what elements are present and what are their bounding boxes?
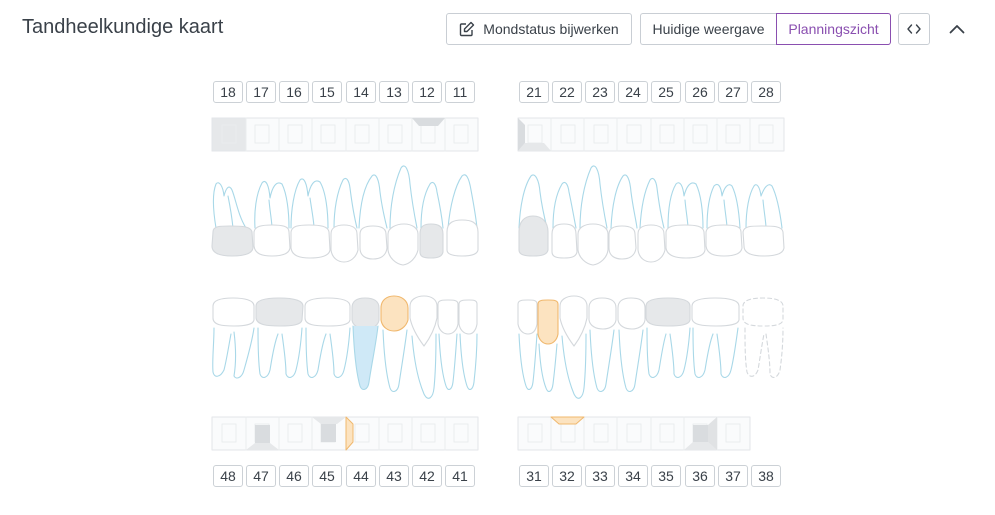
tooth-number-32[interactable]: 32: [552, 465, 582, 487]
tooth-number-44[interactable]: 44: [346, 465, 376, 487]
upper-left-surface-strip: [517, 117, 785, 152]
tooth-number-25[interactable]: 25: [651, 81, 681, 103]
tooth-number-18[interactable]: 18: [213, 81, 243, 103]
code-view-button[interactable]: [898, 13, 930, 45]
tooth-number-16[interactable]: 16: [279, 81, 309, 103]
tooth-number-45[interactable]: 45: [312, 465, 342, 487]
tooth-number-26[interactable]: 26: [685, 81, 715, 103]
tooth-number-38[interactable]: 38: [751, 465, 781, 487]
lower-crowns: [212, 295, 784, 347]
tooth-number-11[interactable]: 11: [445, 81, 475, 103]
lower-roots: [212, 325, 784, 399]
upper-crowns: [211, 215, 785, 266]
tooth-number-42[interactable]: 42: [412, 465, 442, 487]
code-icon: [907, 24, 921, 34]
tooth-number-36[interactable]: 36: [685, 465, 715, 487]
tooth-number-21[interactable]: 21: [519, 81, 549, 103]
tooth-number-28[interactable]: 28: [751, 81, 781, 103]
tooth-number-46[interactable]: 46: [279, 465, 309, 487]
collapse-button[interactable]: [946, 18, 968, 40]
edit-icon: [460, 21, 475, 37]
tooth-number-17[interactable]: 17: [246, 81, 276, 103]
tooth-number-27[interactable]: 27: [718, 81, 748, 103]
planning-view-button[interactable]: Planningszicht: [776, 13, 891, 45]
tooth-number-14[interactable]: 14: [346, 81, 376, 103]
tooth-number-23[interactable]: 23: [585, 81, 615, 103]
tooth-number-24[interactable]: 24: [618, 81, 648, 103]
tooth-number-41[interactable]: 41: [445, 465, 475, 487]
lower-left-surface-strip: [517, 416, 751, 451]
update-mouth-status-button[interactable]: Mondstatus bijwerken: [446, 13, 632, 45]
upper-right-surface-strip: [211, 117, 479, 152]
tooth-number-35[interactable]: 35: [651, 465, 681, 487]
tooth-number-43[interactable]: 43: [379, 465, 409, 487]
upper-roots: [212, 165, 783, 229]
tooth-number-31[interactable]: 31: [519, 465, 549, 487]
lower-right-surface-strip: [211, 416, 479, 451]
tooth-number-48[interactable]: 48: [213, 465, 243, 487]
tooth-number-15[interactable]: 15: [312, 81, 342, 103]
update-mouth-status-label: Mondstatus bijwerken: [483, 21, 619, 37]
tooth-number-47[interactable]: 47: [246, 465, 276, 487]
tooth-number-12[interactable]: 12: [412, 81, 442, 103]
tooth-number-34[interactable]: 34: [618, 465, 648, 487]
tooth-number-33[interactable]: 33: [585, 465, 615, 487]
page-title: Tandheelkundige kaart: [22, 16, 224, 38]
chevron-up-icon: [949, 25, 965, 34]
tooth-number-13[interactable]: 13: [379, 81, 409, 103]
tooth-number-37[interactable]: 37: [718, 465, 748, 487]
tooth-number-22[interactable]: 22: [552, 81, 582, 103]
current-view-button[interactable]: Huidige weergave: [640, 13, 776, 45]
view-toggle: Huidige weergave Planningszicht: [640, 13, 891, 45]
